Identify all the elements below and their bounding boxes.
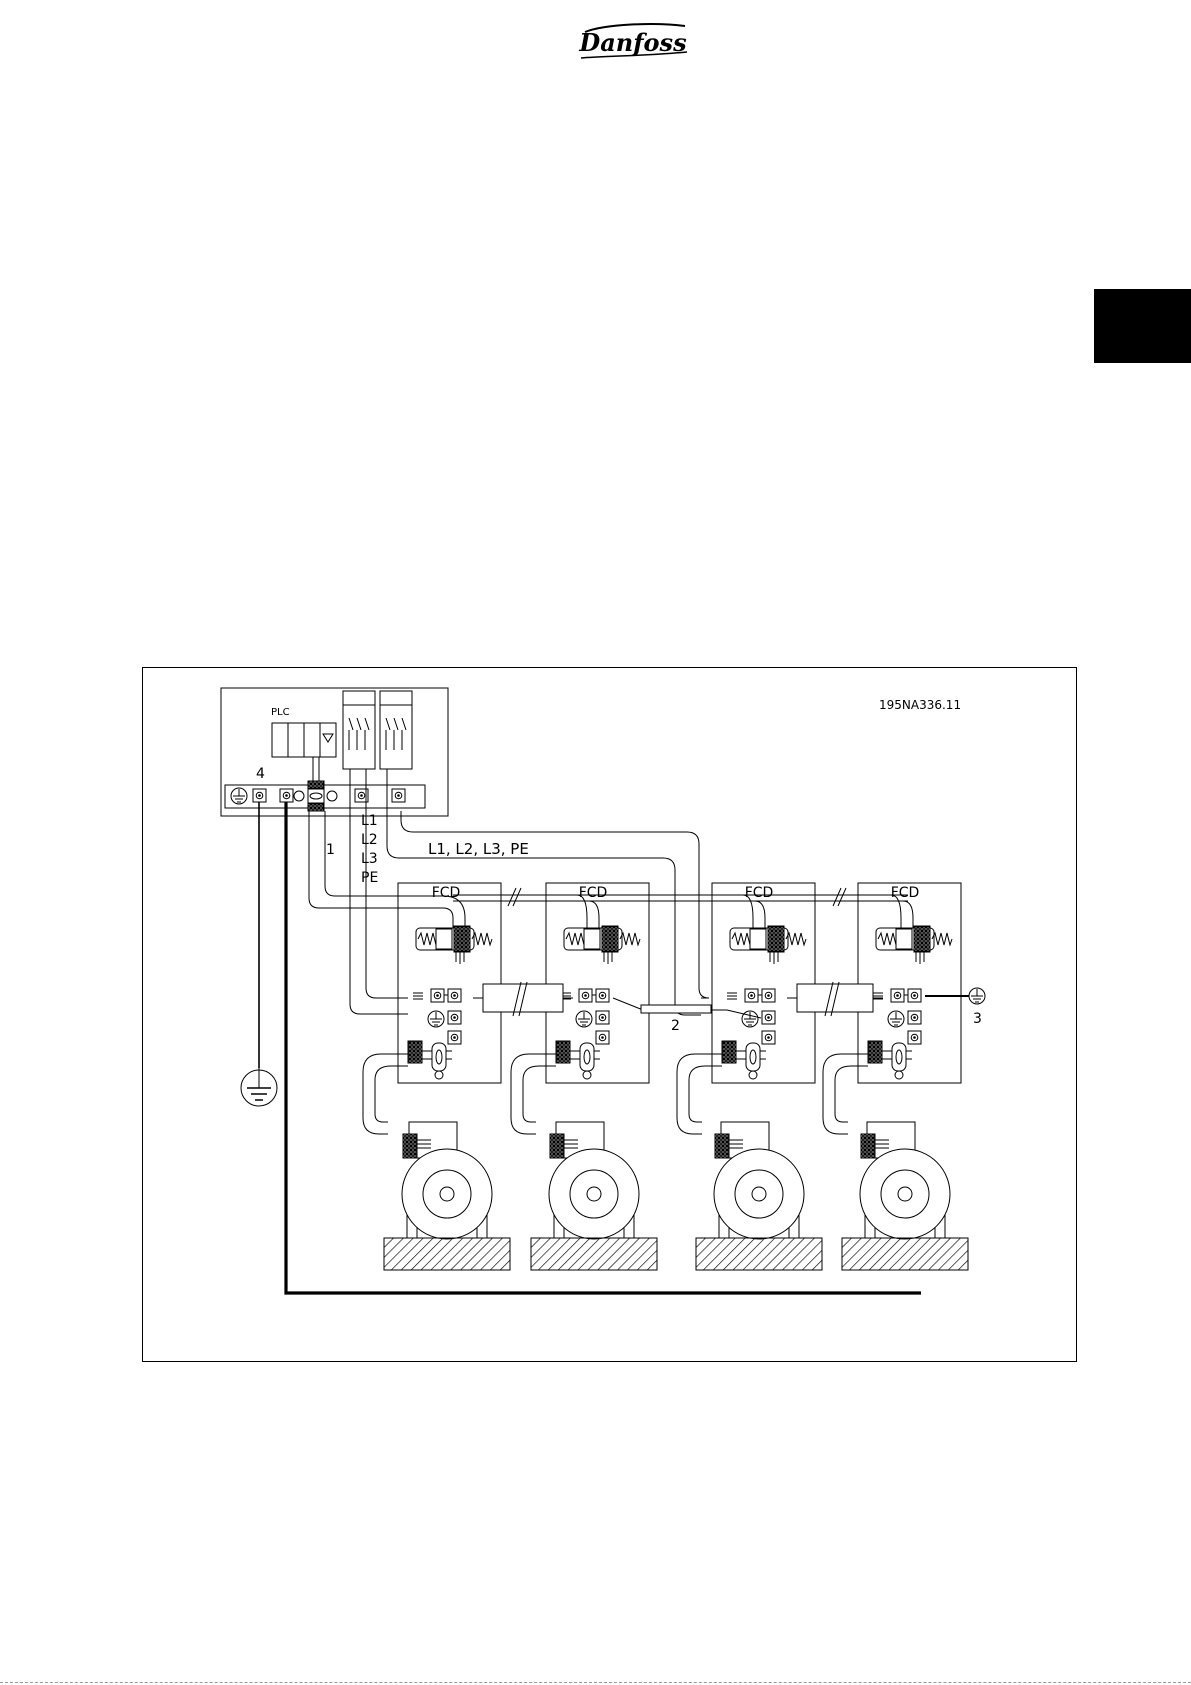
motor-cable (823, 1054, 868, 1134)
callout-4: 4 (256, 766, 265, 782)
fcd-label-1: FCD (432, 885, 461, 901)
danfoss-logo-graphic: Danfoss (575, 20, 695, 64)
fcd-label-2: FCD (579, 885, 608, 901)
motor-1 (384, 1122, 510, 1270)
rail-ground-icon (231, 788, 247, 804)
chapter-tab-marker (1094, 289, 1191, 363)
rail-terminal (253, 789, 266, 802)
phase-label-l3: L3 (361, 851, 378, 867)
page-bottom-dashed-rule (0, 1682, 1191, 1683)
motor-4 (842, 1122, 968, 1270)
mains-switch-1 (343, 691, 375, 769)
phase-label-pe: PE (361, 870, 378, 886)
bus-break-mark (508, 888, 521, 906)
bus-label: L1, L2, L3, PE (428, 840, 529, 858)
rail-terminal (392, 789, 405, 802)
callout-3: 3 (973, 1011, 982, 1027)
mains-switch-2 (380, 691, 412, 769)
loop-cable-3-4 (787, 982, 883, 1016)
motor-2 (531, 1122, 657, 1270)
wiring-diagram: PLC 4 (143, 668, 1078, 1363)
motor-cable (677, 1054, 722, 1134)
fcd-drive-3 (712, 883, 815, 1083)
phase-label-l1: L1 (361, 813, 378, 829)
danfoss-logo-icon: Danfoss (575, 20, 695, 64)
rail-terminal (280, 789, 293, 802)
drawing-id: 195NA336.11 (879, 698, 961, 712)
fcd-label-4: FCD (891, 885, 920, 901)
fcd-drive-1 (398, 883, 501, 1083)
fcd-drive-4 (858, 883, 961, 1083)
fcd-drive-2 (546, 883, 649, 1083)
plc-module (272, 723, 336, 757)
control-bus (453, 895, 908, 901)
callout-1: 1 (326, 842, 335, 858)
motor-3 (696, 1122, 822, 1270)
plc-label: PLC (271, 707, 290, 718)
phase-label-l2: L2 (361, 832, 378, 848)
motor-cable (363, 1054, 408, 1134)
logo-brand-text: Danfoss (578, 28, 687, 57)
bus-break-mark (833, 888, 846, 906)
earth-electrode-icon (241, 1068, 277, 1106)
loop-cable-1-2 (473, 982, 573, 1016)
motor-cable (511, 1054, 556, 1134)
wiring-diagram-figure: PLC 4 (142, 667, 1077, 1362)
external-ground-icon (969, 988, 985, 1004)
fcd-label-3: FCD (745, 885, 774, 901)
callout-2: 2 (671, 1018, 680, 1034)
